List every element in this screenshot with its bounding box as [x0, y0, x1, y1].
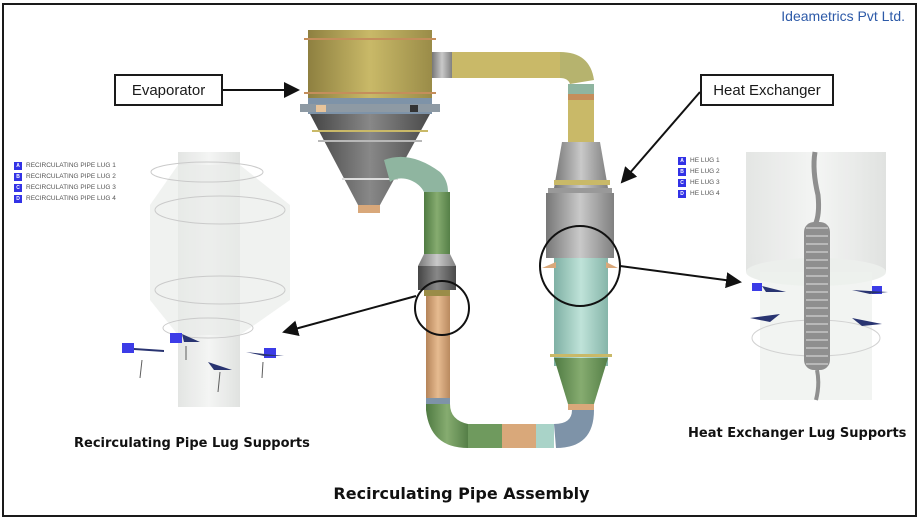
- legend-label: RECIRCULATING PIPE LUG 2: [26, 173, 116, 180]
- top-pipe: [432, 52, 610, 188]
- legend-label: HE LUG 3: [690, 179, 720, 186]
- legend-item: A HE LUG 1: [678, 155, 720, 166]
- he-coil: [804, 222, 830, 401]
- legend-item: B HE LUG 2: [678, 166, 720, 177]
- heat-exchanger-arrow: [620, 91, 701, 184]
- legend-item: B RECIRCULATING PIPE LUG 2: [14, 171, 116, 182]
- lug-badge: D: [14, 194, 22, 203]
- legend-item: C RECIRCULATING PIPE LUG 3: [14, 182, 116, 193]
- page-title: Recirculating Pipe Assembly: [333, 484, 590, 503]
- diagram-frame: [2, 3, 917, 517]
- lug-badge: A: [14, 161, 22, 170]
- rp-lug-callout-circle: [414, 280, 470, 336]
- lug-badge: D: [678, 189, 686, 198]
- lug-badge: C: [678, 178, 686, 187]
- rp-lug-caption: Recirculating Pipe Lug Supports: [74, 436, 310, 451]
- legend-label: HE LUG 2: [690, 168, 720, 175]
- lug-badge: C: [14, 183, 22, 192]
- evaporator-vessel: [300, 30, 440, 213]
- evaporator-label: Evaporator: [114, 74, 223, 106]
- legend-label: HE LUG 1: [690, 157, 720, 164]
- legend-item: D HE LUG 4: [678, 188, 720, 199]
- brand-label: Ideametrics Pvt Ltd.: [781, 8, 905, 24]
- heat-exchanger-label: Heat Exchanger: [700, 74, 834, 106]
- heat-exchanger: [542, 188, 618, 410]
- legend-label: RECIRCULATING PIPE LUG 1: [26, 162, 116, 169]
- legend-label: HE LUG 4: [690, 190, 720, 197]
- he-lug-arrow: [619, 265, 742, 289]
- rp-lug-arrow: [282, 295, 417, 337]
- legend-label: RECIRCULATING PIPE LUG 4: [26, 195, 116, 202]
- he-lug-caption: Heat Exchanger Lug Supports: [688, 426, 907, 441]
- legend-label: RECIRCULATING PIPE LUG 3: [26, 184, 116, 191]
- lug-badge: B: [678, 167, 686, 176]
- legend-item: C HE LUG 3: [678, 177, 720, 188]
- legend-item: D RECIRCULATING PIPE LUG 4: [14, 193, 116, 204]
- recirculating-leg: [384, 156, 594, 448]
- rp-lug-legend: A RECIRCULATING PIPE LUG 1 B RECIRCULATING…: [14, 160, 116, 204]
- lug-badge: A: [678, 156, 686, 165]
- rp-lug-detail: [122, 152, 290, 407]
- he-lug-detail: [746, 151, 888, 401]
- lug-badge: B: [14, 172, 22, 181]
- he-lug-legend: A HE LUG 1 B HE LUG 2 C HE LUG 3 D HE LUG 4: [678, 155, 720, 199]
- legend-item: A RECIRCULATING PIPE LUG 1: [14, 160, 116, 171]
